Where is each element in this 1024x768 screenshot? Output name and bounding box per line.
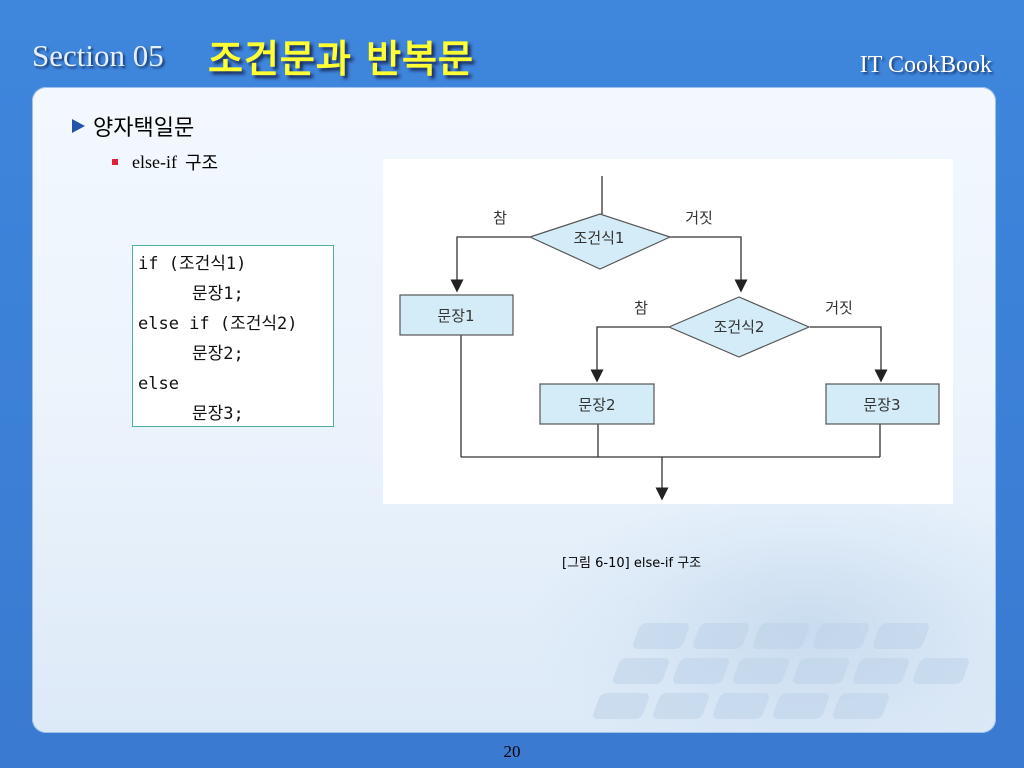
code-line: if (조건식1): [138, 254, 247, 274]
code-line: else: [138, 374, 179, 394]
cond1-true-line: [450, 236, 530, 293]
main-bullet-text: 양자택일문: [93, 116, 195, 141]
stmt1-box: [399, 294, 514, 336]
code-line: 문장3;: [192, 404, 244, 424]
square-bullet-icon: [112, 159, 118, 165]
flowchart-figure: 조건식1 조건식2 문장1 문장2 문장3 참 거짓 참 거짓: [383, 159, 953, 504]
code-line: 문장1;: [192, 284, 244, 304]
code-line: 문장2;: [192, 344, 244, 364]
triangle-bullet-icon: [72, 119, 85, 133]
slide-title: 조건문과 반복문: [208, 37, 474, 81]
cond1-false-label: 거짓: [685, 209, 713, 227]
cond2-false-line: [810, 326, 888, 383]
cond2-label: 조건식2: [714, 318, 765, 336]
sub-bullet-code: else-if: [132, 151, 177, 172]
cond1-false-line: [669, 236, 748, 293]
stmt2-box: [539, 383, 655, 425]
cond2-false-label: 거짓: [825, 299, 853, 317]
cond1-true-label: 참: [493, 209, 507, 227]
stmt2-label: 문장2: [578, 396, 615, 414]
flowchart-svg: 조건식1 조건식2 문장1 문장2 문장3 참 거짓 참 거짓: [399, 176, 940, 501]
cond1-label: 조건식1: [574, 229, 625, 247]
page-number: 20: [503, 742, 521, 761]
code-box: if (조건식1) 문장1; else if (조건식2) 문장2; else …: [132, 245, 334, 427]
cond2-true-line: [590, 326, 669, 383]
stmt3-box: [825, 383, 940, 425]
cond2-diamond: [667, 296, 811, 358]
brand-label: IT CookBook: [859, 52, 992, 78]
cond2-true-label: 참: [634, 299, 648, 317]
keyboard-decoration: [526, 473, 996, 733]
stmt1-label: 문장1: [437, 307, 474, 325]
sub-bullet: else-if 구조: [112, 149, 218, 175]
code-line: else if (조건식2): [138, 314, 298, 334]
figure-caption: [그림 6-10] else-if 구조: [562, 556, 702, 571]
section-label: Section 05: [32, 38, 164, 73]
sub-bullet-text: 구조: [184, 153, 219, 174]
main-bullet: 양자택일문: [72, 110, 194, 142]
stmt3-label: 문장3: [863, 396, 900, 414]
cond1-diamond: [528, 213, 672, 270]
